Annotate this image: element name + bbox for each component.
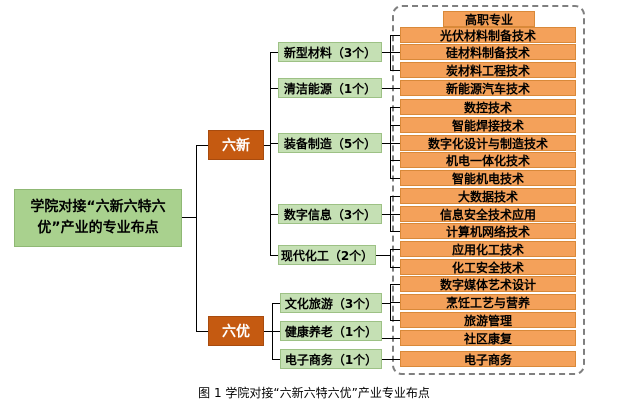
- connector: [390, 231, 400, 232]
- major-node: 社区康复: [400, 330, 576, 346]
- major-node: 炭材料工程技术: [400, 62, 576, 78]
- connector: [382, 52, 390, 53]
- root-label-line1: 学院对接“六新六特六: [30, 199, 166, 215]
- majors-frame: [392, 5, 585, 375]
- category-liuxin: 六新: [208, 130, 264, 160]
- connector: [270, 52, 271, 255]
- connector: [272, 359, 280, 360]
- sub-dianzi-shangwu: 电子商务（1个）: [280, 349, 382, 369]
- category-liuyou: 六优: [208, 316, 264, 346]
- major-node: 机电一体化技术: [400, 152, 576, 168]
- major-node: 新能源汽车技术: [400, 80, 576, 96]
- sub-xiandai-huagong: 现代化工（2个）: [278, 245, 376, 265]
- connector: [390, 284, 400, 285]
- connector: [390, 35, 400, 36]
- connector: [196, 145, 208, 146]
- connector: [382, 88, 400, 89]
- connector: [376, 255, 390, 256]
- connector: [390, 320, 400, 321]
- connector: [382, 143, 390, 144]
- major-node: 信息安全技术应用: [400, 206, 576, 222]
- sub-xinxing-cailiao: 新型材料（3个）: [278, 42, 382, 62]
- connector: [264, 331, 272, 332]
- connector: [390, 214, 400, 215]
- sub-shuzi-xinxi: 数字信息（3个）: [278, 204, 382, 224]
- connector: [390, 249, 391, 267]
- connector: [270, 214, 278, 215]
- major-node: 数控技术: [400, 99, 576, 115]
- major-node: 智能机电技术: [400, 170, 576, 186]
- connector: [272, 331, 280, 332]
- sub-zhuangbei-zhizao: 装备制造（5个）: [278, 133, 382, 153]
- connector: [270, 52, 278, 53]
- major-node: 光伏材料制备技术: [400, 27, 576, 43]
- major-node: 计算机网络技术: [400, 223, 576, 239]
- major-node: 电子商务: [400, 351, 576, 367]
- sub-jiankang-yanglao: 健康养老（1个）: [280, 321, 382, 341]
- connector: [390, 125, 400, 126]
- connector: [390, 302, 400, 303]
- connector: [390, 196, 391, 231]
- connector: [390, 107, 400, 108]
- connector: [390, 160, 400, 161]
- major-node: 大数据技术: [400, 188, 576, 204]
- majors-header: 高职专业: [443, 11, 535, 27]
- connector: [196, 331, 208, 332]
- major-node: 化工安全技术: [400, 259, 576, 275]
- connector: [390, 249, 400, 250]
- figure-caption: 图 1 学院对接“六新六特六优”产业专业布点: [198, 386, 430, 400]
- root-label-line2: 优”产业的专业布点: [37, 220, 159, 236]
- connector: [270, 88, 278, 89]
- connector: [182, 217, 196, 218]
- connector: [270, 143, 278, 144]
- connector: [390, 52, 400, 53]
- connector: [272, 303, 280, 304]
- connector: [270, 255, 278, 256]
- major-node: 智能焊接技术: [400, 117, 576, 133]
- major-node: 硅材料制备技术: [400, 44, 576, 60]
- major-node: 旅游管理: [400, 312, 576, 328]
- connector: [382, 214, 390, 215]
- sub-wenhua-lvyou: 文化旅游（3个）: [280, 293, 382, 313]
- connector: [264, 145, 270, 146]
- connector: [196, 145, 197, 331]
- connector: [390, 143, 400, 144]
- major-node: 数字媒体艺术设计: [400, 276, 576, 292]
- connector: [390, 107, 391, 178]
- connector: [382, 359, 400, 360]
- connector: [390, 70, 400, 71]
- connector: [390, 178, 400, 179]
- connector: [382, 303, 390, 304]
- major-node: 烹饪工艺与营养: [400, 294, 576, 310]
- major-node: 数字化设计与制造技术: [400, 135, 576, 151]
- connector: [390, 196, 400, 197]
- connector: [390, 267, 400, 268]
- root-node: 学院对接“六新六特六 优”产业的专业布点: [14, 189, 182, 247]
- connector: [382, 338, 400, 339]
- major-node: 应用化工技术: [400, 241, 576, 257]
- sub-qingjie-nengyuan: 清洁能源（1个）: [278, 78, 382, 98]
